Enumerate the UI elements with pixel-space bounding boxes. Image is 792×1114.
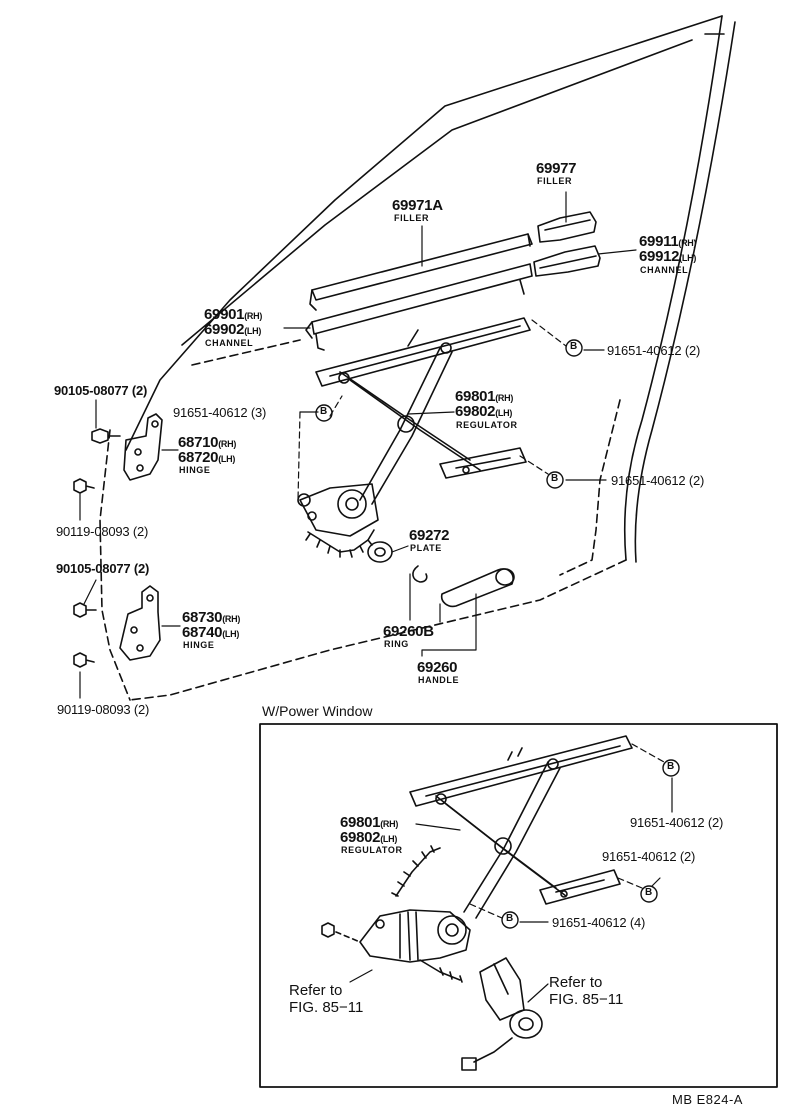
part-num-69977: 69977 bbox=[536, 160, 577, 177]
pw-part-num-69801: 69801(RH) bbox=[340, 814, 399, 831]
hinge-upper-shape bbox=[123, 413, 163, 481]
part-num-69272: 69272 bbox=[409, 527, 450, 544]
part-num-69260: 69260 bbox=[417, 659, 458, 676]
plate-69272-shape bbox=[367, 541, 393, 563]
part-num-69260b: 69260B bbox=[383, 623, 434, 640]
refer-left-line2: FIG. 85−11 bbox=[289, 999, 364, 1016]
bolt-label-90105-a: 90105-08077 (2) bbox=[54, 383, 148, 398]
bolt-label-90119-a: 90119-08093 (2) bbox=[56, 524, 149, 539]
pw-bolt-label-low: 91651-40612 (4) bbox=[552, 915, 646, 930]
power-window-box bbox=[259, 723, 778, 1088]
bolt-label-91651-top: 91651-40612 (2) bbox=[607, 343, 701, 358]
side-lh: (LH) bbox=[380, 834, 398, 844]
bolt-label-91651-mid: 91651-40612 (2) bbox=[611, 473, 705, 488]
leader-lines bbox=[79, 191, 637, 699]
bolt-label-90105-b: 90105-08077 (2) bbox=[56, 561, 150, 576]
refer-right-line1: Refer to bbox=[549, 974, 603, 991]
power-window-title: W/Power Window bbox=[262, 703, 373, 719]
part-num-69912: 69912(LH) bbox=[639, 248, 697, 265]
bolt-label-90119-b: 90119-08093 (2) bbox=[57, 702, 150, 717]
side-lh: (LH) bbox=[222, 629, 240, 639]
channel-rear-shape bbox=[305, 263, 533, 351]
hinge-lower-shape bbox=[119, 585, 161, 661]
part-name-regulator: REGULATOR bbox=[456, 420, 518, 430]
side-lh: (LH) bbox=[218, 454, 236, 464]
pw-part-name-regulator: REGULATOR bbox=[341, 845, 403, 855]
regulator-power-shape bbox=[321, 735, 633, 1071]
part-num-69971a: 69971A bbox=[392, 197, 443, 214]
side-rh: (RH) bbox=[495, 393, 514, 403]
part-name-hinge-a: HINGE bbox=[179, 465, 211, 475]
refer-right-line2: FIG. 85−11 bbox=[549, 991, 624, 1008]
b-marker: B bbox=[645, 887, 653, 898]
door-frame-outline bbox=[99, 15, 736, 701]
b-marker: B bbox=[570, 341, 578, 352]
part-name-handle: HANDLE bbox=[418, 675, 460, 685]
power-window-leader-lines bbox=[349, 743, 673, 1003]
part-name-channel-a: CHANNEL bbox=[640, 265, 689, 275]
refer-left-line1: Refer to bbox=[289, 982, 343, 999]
part-num-69902: 69902(LH) bbox=[204, 321, 262, 338]
channel-front-shape bbox=[533, 245, 601, 277]
part-num-68720: 68720(LH) bbox=[178, 449, 236, 466]
pw-part-num-69802: 69802(LH) bbox=[340, 829, 398, 846]
side-lh: (LH) bbox=[244, 326, 262, 336]
part-num-68740: 68740(LH) bbox=[182, 624, 240, 641]
part-name-plate: PLATE bbox=[410, 543, 442, 553]
side-lh: (LH) bbox=[495, 408, 513, 418]
regulator-manual-shape bbox=[297, 317, 531, 558]
side-rh: (RH) bbox=[244, 311, 263, 321]
filler-69971a-shape bbox=[309, 233, 533, 311]
bolt-shapes bbox=[73, 428, 121, 668]
part-name-hinge-b: HINGE bbox=[183, 640, 215, 650]
side-lh: (LH) bbox=[679, 253, 697, 263]
part-num-69911: 69911(RH) bbox=[639, 233, 697, 250]
b-marker: B bbox=[506, 913, 514, 924]
b-marker: B bbox=[551, 473, 559, 484]
part-num-69802: 69802(LH) bbox=[455, 403, 513, 420]
part-num-68710: 68710(RH) bbox=[178, 434, 237, 451]
side-rh: (RH) bbox=[218, 439, 237, 449]
diagram-code: MB E824-A bbox=[672, 1092, 743, 1107]
side-rh: (RH) bbox=[222, 614, 241, 624]
side-rh: (RH) bbox=[380, 819, 399, 829]
ring-and-handle-shape bbox=[412, 565, 515, 608]
b-marker-circles bbox=[315, 339, 680, 929]
part-num-69901: 69901(RH) bbox=[204, 306, 263, 323]
part-name-ring: RING bbox=[384, 639, 409, 649]
part-name-filler-a: FILLER bbox=[537, 176, 573, 186]
part-num-69801: 69801(RH) bbox=[455, 388, 514, 405]
pw-bolt-label-top: 91651-40612 (2) bbox=[630, 815, 724, 830]
part-name-filler-b: FILLER bbox=[394, 213, 430, 223]
part-name-channel-b: CHANNEL bbox=[205, 338, 254, 348]
side-rh: (RH) bbox=[678, 238, 697, 248]
b-marker: B bbox=[667, 761, 675, 772]
part-num-68730: 68730(RH) bbox=[182, 609, 241, 626]
bolt-label-91651-3: 91651-40612 (3) bbox=[173, 405, 267, 420]
pw-bolt-label-mid: 91651-40612 (2) bbox=[602, 849, 696, 864]
b-marker: B bbox=[320, 406, 328, 417]
filler-69977-shape bbox=[537, 211, 597, 243]
